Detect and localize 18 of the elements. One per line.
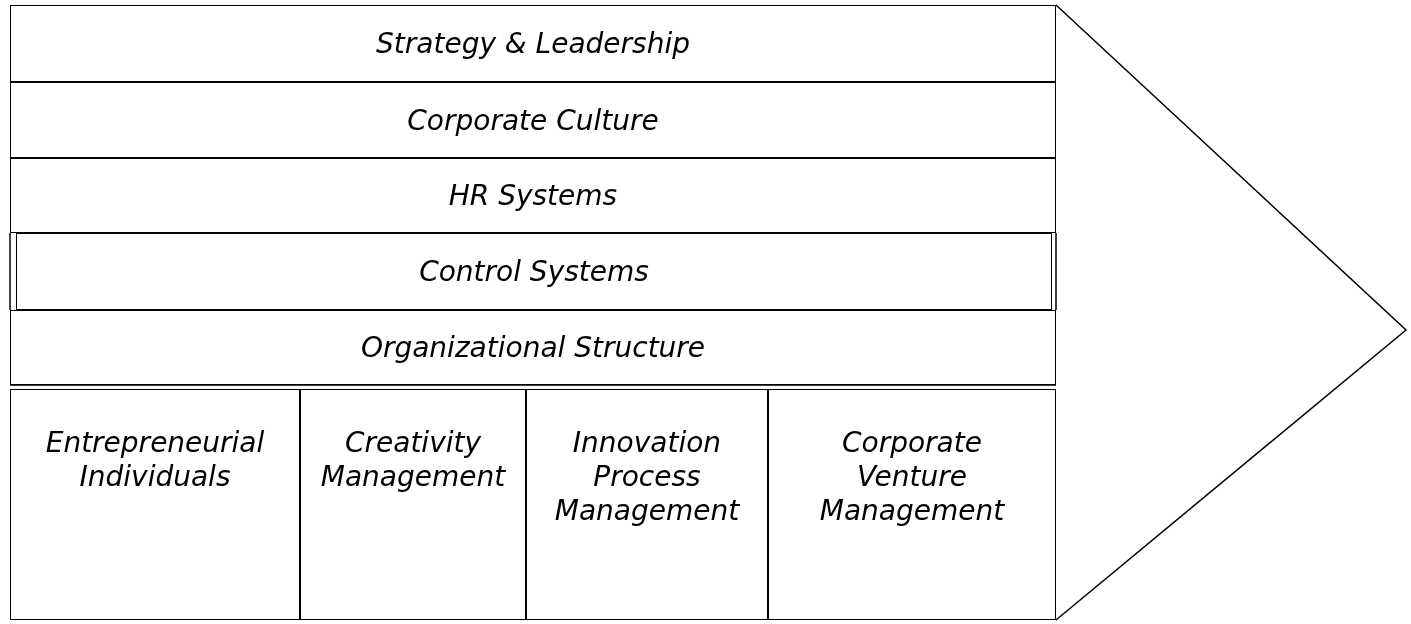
layer-label: HR Systems: [448, 178, 618, 213]
layer-label: Strategy & Leadership: [376, 26, 690, 61]
pillar-box: [10, 389, 300, 620]
layer-label: Organizational Structure: [360, 330, 706, 365]
layer-label: Corporate Culture: [407, 102, 659, 138]
pillar-label: Corporate Venture Management: [819, 426, 1005, 528]
pillar-box: [768, 389, 1056, 620]
layer-band: [10, 5, 1056, 82]
pillar-box: [526, 389, 768, 620]
layer-band: [16, 233, 1052, 310]
layer-band: [10, 82, 1056, 158]
pillar-label: Entrepreneurial Individuals: [45, 426, 265, 494]
pillar-box: [300, 389, 526, 620]
layer-band: [10, 158, 1056, 233]
pillar-label: Creativity Management: [320, 426, 506, 494]
layer-band: [10, 310, 1056, 385]
layer-label: Control Systems: [419, 254, 649, 289]
pillar-label: Innovation Process Management: [554, 426, 740, 528]
